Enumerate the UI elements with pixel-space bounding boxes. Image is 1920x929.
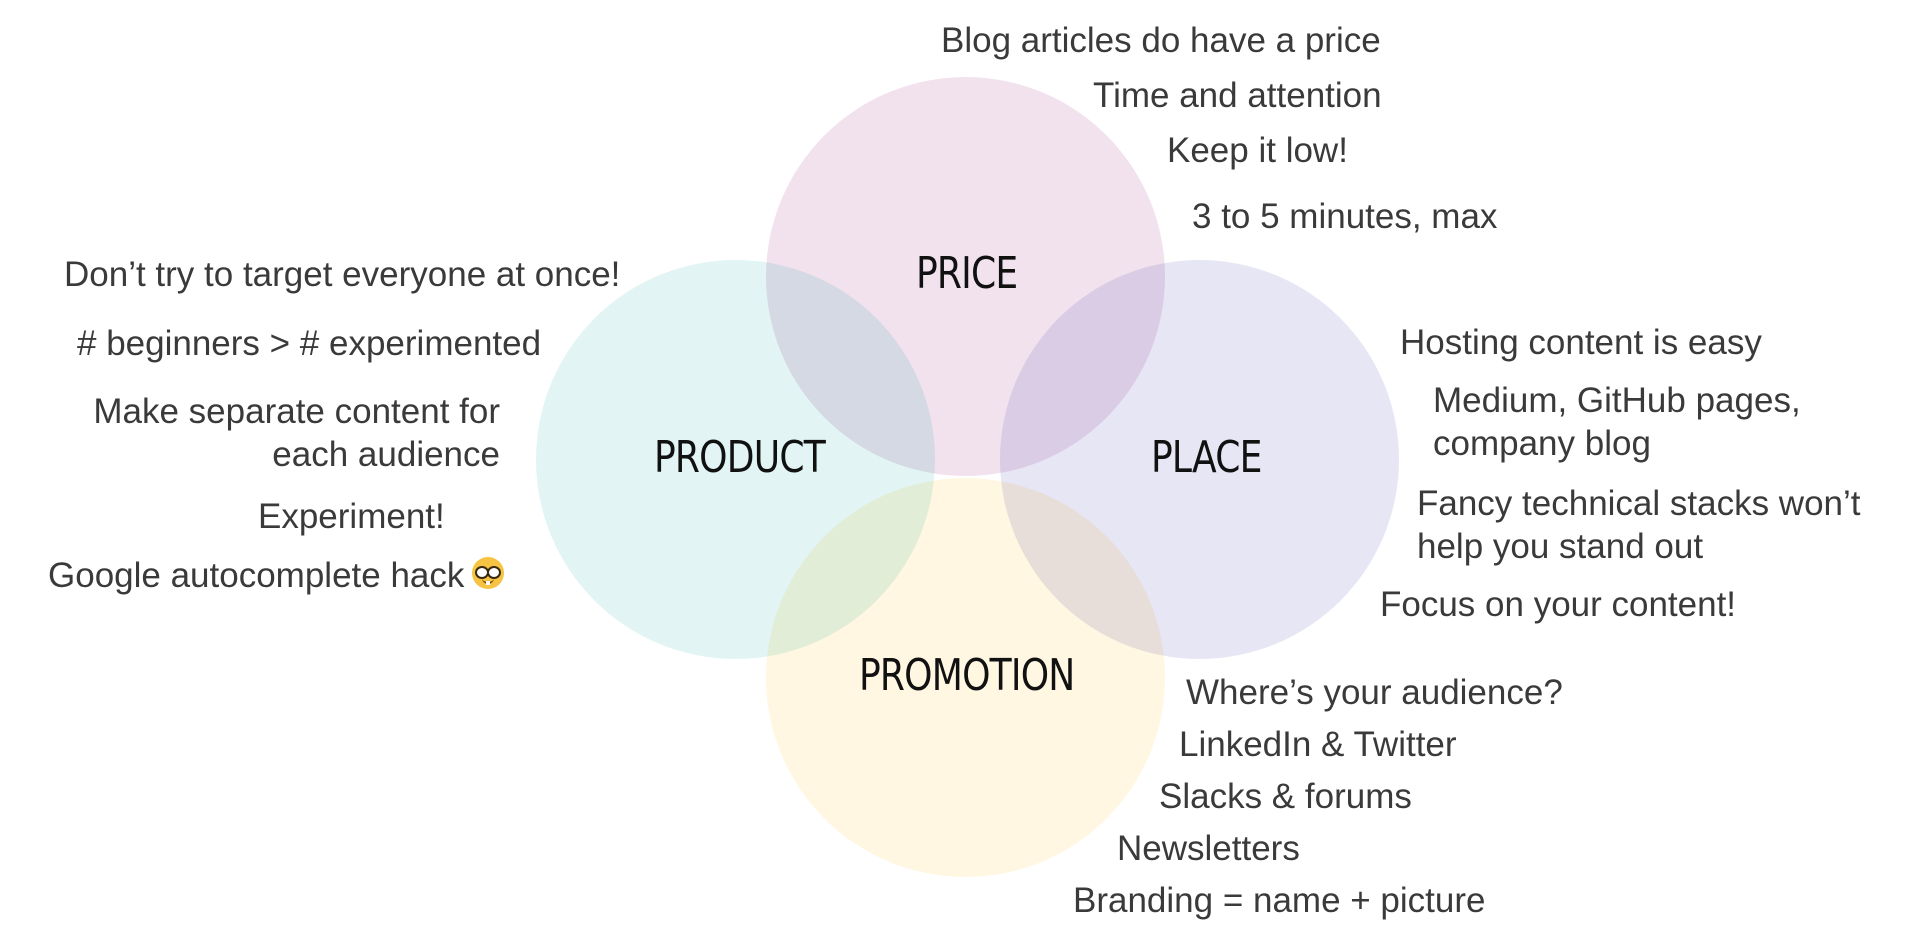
place-note: Focus on your content! [1380, 585, 1737, 624]
price-note: Keep it low! [1167, 131, 1348, 170]
promotion-title: PROMOTION [859, 650, 1075, 701]
nerd-face-icon [472, 557, 505, 589]
promotion-note: LinkedIn & Twitter [1179, 725, 1457, 764]
product-note: Make separate content for [93, 392, 500, 431]
price-title: PRICE [916, 248, 1018, 299]
promotion-note: Slacks & forums [1159, 777, 1412, 816]
place-note: Medium, GitHub pages, [1433, 381, 1801, 420]
place-note: company blog [1433, 424, 1651, 463]
promotion-note: Newsletters [1117, 829, 1300, 868]
product-note-with-emoji: Google autocomplete hack [48, 554, 505, 598]
place-note: Fancy technical stacks won’t [1417, 484, 1861, 523]
product-title: PRODUCT [654, 432, 826, 483]
product-note: # beginners > # experimented [77, 324, 542, 363]
product-note: Experiment! [258, 497, 445, 536]
promotion-note: Where’s your audience? [1186, 673, 1563, 712]
promotion-circle [766, 478, 1165, 877]
promotion-note: Branding = name + picture [1073, 881, 1486, 920]
place-note: Hosting content is easy [1400, 323, 1762, 362]
product-note: Google autocomplete hack [48, 556, 465, 595]
place-note: help you stand out [1417, 527, 1704, 566]
place-title: PLACE [1151, 432, 1262, 483]
product-note: each audience [272, 435, 500, 474]
price-note: 3 to 5 minutes, max [1192, 197, 1498, 236]
product-note: Don’t try to target everyone at once! [64, 255, 621, 294]
price-note: Blog articles do have a price [941, 21, 1381, 60]
price-note: Time and attention [1093, 76, 1382, 115]
